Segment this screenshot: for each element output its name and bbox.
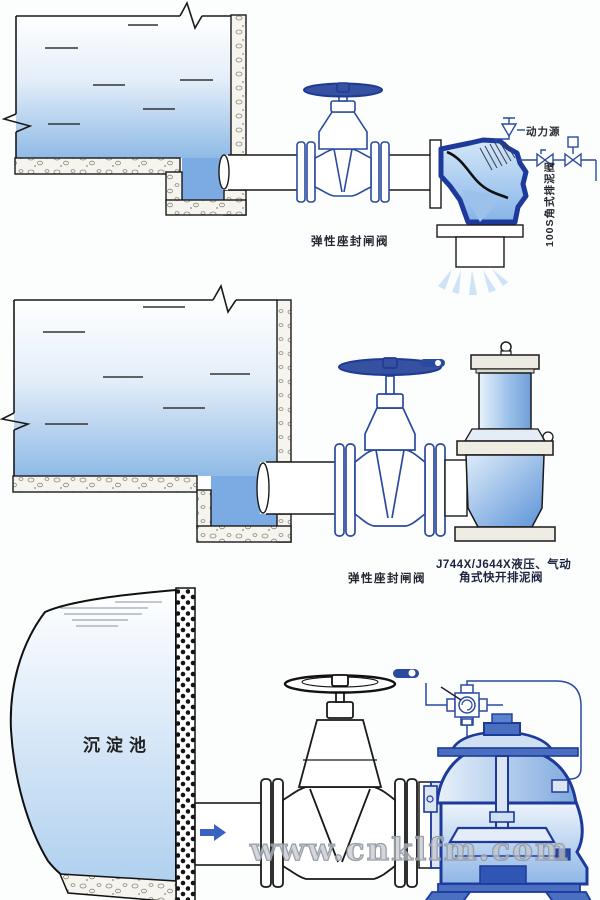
water-tank-2 xyxy=(0,283,292,543)
diaphragm-curve xyxy=(446,150,509,200)
tank2-water-dashes xyxy=(43,306,250,425)
tank1-water xyxy=(16,16,231,158)
break-mark-icon xyxy=(0,412,31,431)
wedge xyxy=(309,788,371,863)
flange-left xyxy=(296,141,306,203)
pool-surface-lines xyxy=(60,601,162,627)
valve-body xyxy=(314,148,372,197)
gate-valve-2 xyxy=(334,357,446,537)
handwheel-hub xyxy=(382,357,398,369)
bowtie-valve-box-icon xyxy=(564,136,582,168)
label-sedimentation-pool: 沉淀池 xyxy=(83,736,152,755)
stem-nut xyxy=(489,811,515,823)
label-valve-model-line2: 角式快开排泥阀 xyxy=(459,572,543,584)
diaphragm-valve-3 xyxy=(418,713,592,900)
pool-wall xyxy=(175,587,196,900)
bottom-outlet xyxy=(479,865,527,885)
handle-icon xyxy=(420,359,445,367)
tank1-sump-water xyxy=(182,158,224,202)
tank1-outline xyxy=(1,0,231,158)
packing-gland xyxy=(376,393,404,409)
valve-disc xyxy=(448,826,556,844)
base-flange xyxy=(437,883,581,893)
flow-arrow-icon xyxy=(200,824,226,841)
outlet-pipe-2 xyxy=(256,461,337,515)
pool-floor xyxy=(58,873,177,900)
dome-clamp-flange xyxy=(437,747,579,757)
tank2-water xyxy=(14,300,277,476)
valve-body xyxy=(465,454,545,528)
diagram-middle xyxy=(0,283,556,543)
bonnet xyxy=(364,407,416,451)
stem xyxy=(385,375,395,395)
flange-right xyxy=(370,141,380,203)
base-foot-left xyxy=(425,891,472,900)
tank1-concrete-walls xyxy=(14,14,247,216)
watermark: www.cnklfm.com xyxy=(249,831,570,868)
label-power-source: 动力源 xyxy=(526,126,561,138)
break-mark-icon xyxy=(212,283,237,314)
side-boss xyxy=(423,785,438,813)
valve-body xyxy=(354,449,426,527)
handwheel-hub xyxy=(336,82,350,93)
spring xyxy=(479,141,516,171)
base-foot-right xyxy=(544,891,592,900)
label-gate-valve-1: 弹性座封闸阀 xyxy=(311,236,389,248)
handle-icon xyxy=(393,669,419,678)
tank1-water-dashes xyxy=(45,24,213,125)
bonnet xyxy=(297,719,383,788)
label-gate-valve-2: 弹性座封闸阀 xyxy=(348,573,426,585)
break-mark-icon xyxy=(1,113,33,133)
gate-valve-1 xyxy=(296,82,390,203)
outlet-duct-3 xyxy=(194,802,264,866)
wedge xyxy=(375,449,405,519)
cross-pilot-valve-icon xyxy=(446,684,488,726)
cylinder-cap xyxy=(470,354,540,370)
pilot-control-piping-3 xyxy=(425,680,582,780)
diagram-top xyxy=(1,0,597,295)
inlet-neck xyxy=(444,459,468,517)
neck xyxy=(463,428,547,442)
spray xyxy=(438,269,508,295)
bonnet xyxy=(318,111,368,150)
flange-left xyxy=(334,443,345,537)
pilot-port-boss xyxy=(551,779,569,793)
actuator-cylinder xyxy=(478,372,532,430)
flange-left xyxy=(260,778,272,888)
break-mark-icon xyxy=(179,0,203,30)
pipe1-mouth xyxy=(218,154,230,190)
water-tank-1 xyxy=(1,0,247,216)
outlet-pipe-1 xyxy=(218,154,432,191)
body-flange xyxy=(456,440,554,456)
top-cap xyxy=(483,722,521,736)
gate-valve-3 xyxy=(260,674,418,888)
handwheel-hub xyxy=(331,674,349,687)
control-piping-1 xyxy=(495,117,597,181)
label-angle-valve-1: 100S角式排泥阀 xyxy=(544,160,556,247)
packing-gland xyxy=(330,100,356,113)
pipe2-mouth xyxy=(256,462,270,514)
discharge-outlet xyxy=(455,236,505,268)
pointer-line xyxy=(440,686,462,701)
sedimentation-pool xyxy=(9,587,196,900)
diagram-bottom xyxy=(9,587,592,900)
wedge xyxy=(333,148,353,193)
tank2-outline xyxy=(0,283,277,476)
angle-discharge-valve-1 xyxy=(429,137,529,295)
packing-gland xyxy=(326,701,354,719)
flange-right xyxy=(424,443,435,537)
valve-body xyxy=(282,786,396,880)
power-source-actuator-icon xyxy=(500,117,518,138)
bottom-flange xyxy=(454,526,556,542)
label-valve-model-line1: J744X/J644X液压、气动 xyxy=(436,559,572,571)
outlet-throat xyxy=(462,190,505,222)
tank2-concrete-walls xyxy=(12,299,292,543)
base-plate xyxy=(436,224,524,238)
quick-open-mud-valve-2 xyxy=(444,341,556,542)
